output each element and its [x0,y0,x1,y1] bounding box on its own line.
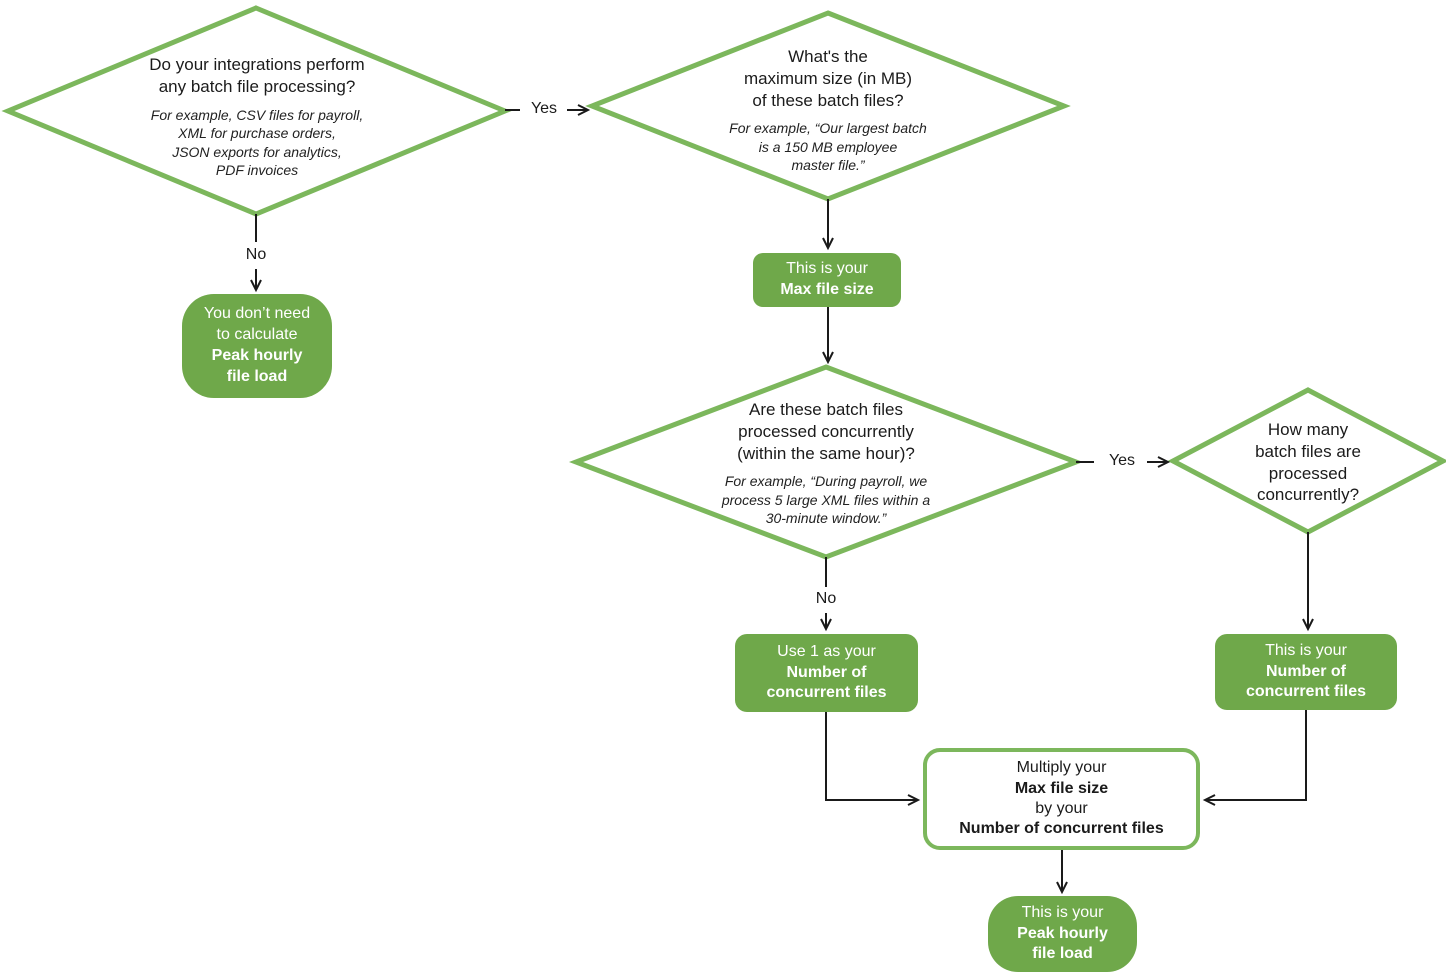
process-multiply-box: Multiply your Max file size by your Numb… [923,748,1200,850]
edge-label-yes-concurrent: Yes [1108,452,1136,469]
result-use-one-term: Number of concurrent files [766,663,887,702]
result-no-calculation-box: You don’t need to calculate Peak hourly … [182,294,332,398]
decision-max-size-example: For example, “Our largest batch is a 150… [729,120,927,174]
decision-max-size-question: What's the maximum size (in MB) of these… [743,47,913,110]
result-use-one-box: Use 1 as your Number of concurrent files [735,634,918,712]
decision-concurrent-example: For example, “During payroll, we process… [721,473,931,527]
result-no-calculation-text: You don’t need to calculate [203,305,311,344]
result-peak-hourly-load-term: Peak hourly file load [1017,924,1108,963]
edge-label-no-concurrent: No [815,590,837,607]
result-no-calculation-term: Peak hourly file load [211,347,303,385]
result-peak-hourly-load-box: This is your Peak hourly file load [988,896,1137,972]
decision-concurrent-text: Are these batch files processed concurre… [646,399,1006,528]
result-number-concurrent-box: This is your Number of concurrent files [1215,634,1397,710]
process-multiply-term1: Max file size [1014,779,1109,797]
decision-batch-processing-text: Do your integrations perform any batch f… [77,54,437,180]
process-multiply-line2: by your [1035,800,1088,817]
arrow-useone-to-multiply [825,712,921,806]
result-max-file-size-box: This is your Max file size [753,253,901,307]
result-peak-hourly-load-text: This is your [1021,903,1104,921]
process-multiply-line1: Multiply your [1016,759,1107,777]
decision-concurrent-question: Are these batch files processed concurre… [737,400,915,463]
edge-label-yes-batch: Yes [530,100,558,117]
decision-max-size-text: What's the maximum size (in MB) of these… [663,46,993,175]
result-number-concurrent-term: Number of concurrent files [1245,662,1367,701]
result-use-one-text: Use 1 as your [777,642,876,660]
decision-batch-processing-question: Do your integrations perform any batch f… [149,55,365,96]
decision-batch-processing-example: For example, CSV files for payroll, XML … [150,106,364,179]
arrow-numconcurrent-to-multiply [1202,710,1307,806]
decision-how-many-question: How many batch files are processed concu… [1255,420,1361,505]
result-max-file-size-text: This is your [786,260,868,278]
result-max-file-size-term: Max file size [780,281,874,298]
result-number-concurrent-text: This is your [1265,641,1347,659]
decision-how-many-text: How many batch files are processed concu… [1198,419,1418,506]
process-multiply-term2: Number of concurrent files [959,820,1164,838]
edge-label-no-batch: No [245,246,267,263]
